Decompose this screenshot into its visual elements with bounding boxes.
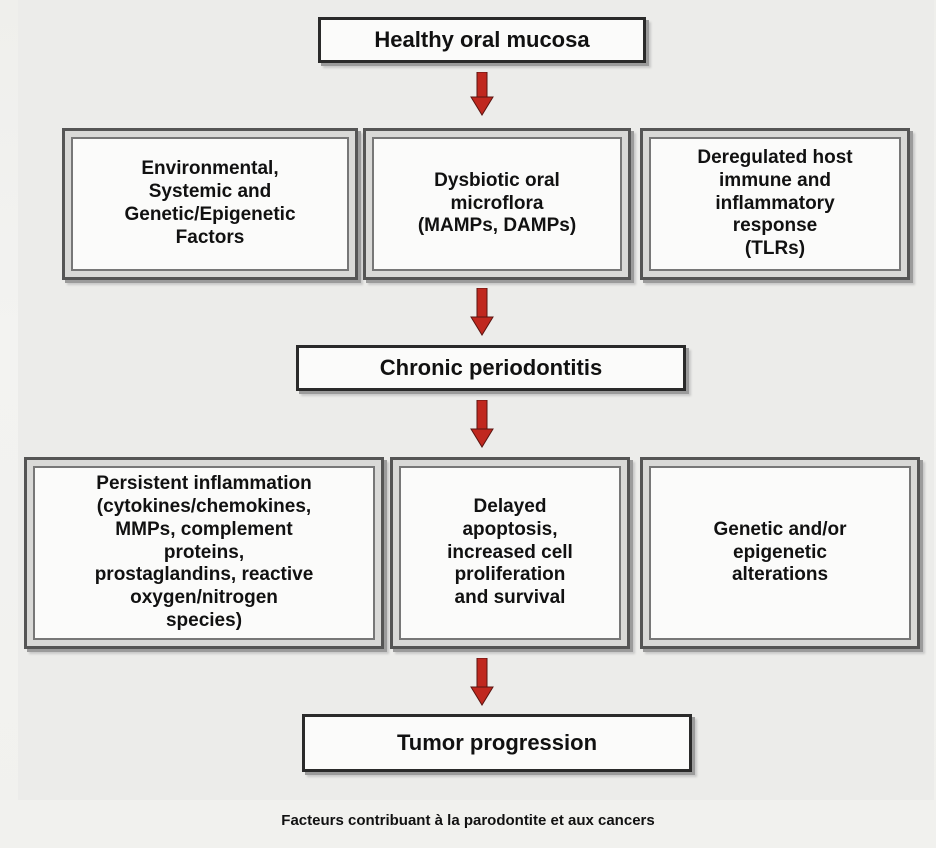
healthy-oral-mucosa-label: Healthy oral mucosa: [374, 26, 590, 52]
healthy-oral-mucosa-box: Healthy oral mucosa: [318, 17, 646, 63]
persistent-inflammation-label: Persistent inflammation (cytokines/chemo…: [94, 473, 314, 631]
chronic-periodontitis-box: Chronic periodontitis: [296, 345, 686, 391]
deregulated-host-response-label: Deregulated host immune and inflammatory…: [697, 147, 853, 260]
dysbiotic-microflora-inner: Dysbiotic oral microflora (MAMPs, DAMPs): [372, 137, 622, 271]
arrow-down-icon: [470, 400, 494, 448]
deregulated-host-response-box: Deregulated host immune and inflammatory…: [640, 128, 910, 280]
genetic-alterations-inner: Genetic and/or epigenetic alterations: [649, 466, 911, 640]
persistent-inflammation-inner: Persistent inflammation (cytokines/chemo…: [33, 466, 375, 640]
dysbiotic-microflora-label: Dysbiotic oral microflora (MAMPs, DAMPs): [417, 169, 577, 237]
tumor-progression-box: Tumor progression: [302, 714, 692, 772]
environmental-factors-label: Environmental, Systemic and Genetic/Epig…: [124, 158, 296, 248]
environmental-factors-box: Environmental, Systemic and Genetic/Epig…: [62, 128, 358, 280]
tumor-progression-label: Tumor progression: [396, 729, 598, 755]
delayed-apoptosis-box: Delayed apoptosis, increased cell prolif…: [390, 457, 630, 649]
deregulated-host-response-inner: Deregulated host immune and inflammatory…: [649, 137, 901, 271]
figure-caption: Facteurs contribuant à la parodontite et…: [281, 812, 655, 829]
persistent-inflammation-box: Persistent inflammation (cytokines/chemo…: [24, 457, 384, 649]
dysbiotic-microflora-box: Dysbiotic oral microflora (MAMPs, DAMPs): [363, 128, 631, 280]
delayed-apoptosis-label: Delayed apoptosis, increased cell prolif…: [447, 496, 573, 609]
arrow-down-icon: [470, 658, 494, 706]
genetic-alterations-label: Genetic and/or epigenetic alterations: [713, 518, 847, 586]
delayed-apoptosis-inner: Delayed apoptosis, increased cell prolif…: [399, 466, 621, 640]
arrow-down-icon: [470, 288, 494, 336]
chronic-periodontitis-label: Chronic periodontitis: [379, 354, 603, 380]
environmental-factors-inner: Environmental, Systemic and Genetic/Epig…: [71, 137, 349, 271]
arrow-down-icon: [470, 72, 494, 116]
genetic-alterations-box: Genetic and/or epigenetic alterations: [640, 457, 920, 649]
